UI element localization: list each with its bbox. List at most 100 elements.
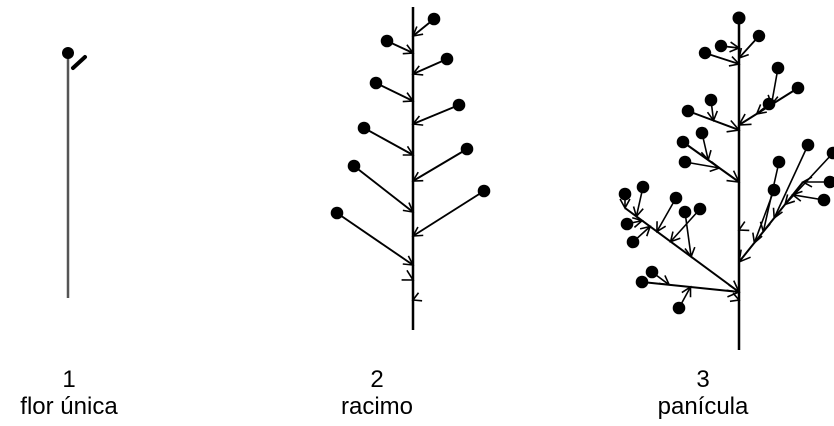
- bract-mark: [402, 92, 415, 103]
- flower-bud: [823, 175, 834, 189]
- flower-bud: [620, 217, 634, 231]
- secondary-branch: [624, 207, 740, 293]
- bract-mark: [755, 104, 767, 115]
- bract-mark: [669, 231, 681, 243]
- flower-bud: [440, 52, 454, 66]
- pedicel: [412, 148, 468, 182]
- flower-bud: [347, 159, 361, 173]
- flower-bud: [791, 81, 805, 95]
- pedicel: [656, 197, 677, 232]
- bract-mark: [619, 198, 631, 210]
- flower-bud: [626, 235, 640, 249]
- flower-bud: [618, 187, 632, 201]
- bract-mark: [639, 225, 652, 237]
- bract-mark: [411, 226, 424, 237]
- caption-number: 2: [370, 366, 384, 393]
- flower-bud: [762, 97, 776, 111]
- bract-mark: [772, 207, 783, 220]
- caption-raceme: 2 racimo: [277, 366, 477, 420]
- secondary-branch: [682, 141, 740, 183]
- bract-mark: [737, 47, 749, 60]
- bract-mark: [729, 41, 741, 53]
- flower-bud: [676, 135, 690, 149]
- caption-number: 3: [696, 366, 710, 393]
- flower-bud: [752, 29, 766, 43]
- flower-bud: [645, 265, 659, 279]
- bract-mark: [402, 44, 415, 55]
- figure-panicle: [618, 11, 834, 350]
- bract-mark: [727, 284, 741, 298]
- bract-mark: [411, 65, 424, 76]
- flower-bud: [672, 301, 686, 315]
- bract-mark: [656, 221, 667, 233]
- bract-mark: [737, 221, 750, 232]
- flower-bud: [693, 202, 707, 216]
- bract-mark: [706, 110, 719, 123]
- bract-mark: [658, 275, 671, 286]
- flower-bud: [357, 121, 371, 135]
- flower-bud: [460, 142, 474, 156]
- pedicel: [363, 127, 414, 156]
- flower-bud: [714, 39, 728, 53]
- bract-mark: [411, 115, 424, 126]
- bract-mark: [684, 246, 696, 259]
- pedicel: [753, 189, 775, 244]
- flower-bud: [817, 193, 831, 207]
- single-flower-bract: [71, 55, 87, 70]
- bract-mark: [411, 171, 424, 182]
- flower-bud: [636, 180, 650, 194]
- flower-bud: [452, 98, 466, 112]
- bract-mark: [752, 232, 763, 245]
- bract-mark: [737, 249, 751, 264]
- flower-bud: [477, 184, 491, 198]
- flower-bud: [369, 76, 383, 90]
- flower-bud: [635, 275, 649, 289]
- pedicel: [375, 82, 414, 102]
- bract-mark: [737, 113, 752, 126]
- single-flower-bud: [62, 47, 74, 59]
- flower-bud: [771, 61, 785, 75]
- flower-bud: [380, 34, 394, 48]
- pedicel: [353, 165, 414, 213]
- bract-mark: [402, 145, 415, 156]
- bract-mark: [791, 190, 803, 202]
- flower-bud: [681, 104, 695, 118]
- pedicel: [412, 104, 460, 125]
- bract-mark: [783, 194, 796, 206]
- flower-bud: [669, 191, 683, 205]
- bract-mark: [401, 269, 415, 281]
- flower-bud: [695, 126, 709, 140]
- bract-mark: [411, 292, 423, 302]
- bract-mark: [632, 206, 644, 219]
- pedicel: [336, 212, 414, 266]
- pedicel: [670, 208, 701, 243]
- flower-bud: [801, 138, 815, 152]
- flower-bud: [732, 11, 746, 25]
- bract-mark: [632, 216, 644, 229]
- flower-bud: [678, 205, 692, 219]
- bract-mark: [402, 255, 415, 266]
- bract-mark: [726, 170, 741, 183]
- pedicel: [684, 211, 692, 257]
- caption-number: 1: [62, 366, 76, 393]
- bract-mark: [726, 119, 741, 133]
- caption-single-flower: 1 flor única: [0, 366, 169, 420]
- figure-raceme: [330, 7, 491, 330]
- flower-bud: [427, 12, 441, 26]
- flower-bud: [767, 183, 781, 197]
- flower-bud: [772, 155, 786, 169]
- flower-bud: [330, 206, 344, 220]
- caption-panicle: 3 panícula: [603, 366, 803, 420]
- pedicel: [412, 190, 485, 237]
- bract-mark: [709, 160, 722, 173]
- bract-mark: [411, 26, 424, 38]
- flower-bud: [698, 46, 712, 60]
- caption-label: panícula: [657, 393, 749, 420]
- flower-bud: [678, 155, 692, 169]
- bract-mark: [681, 285, 692, 298]
- caption-label: flor única: [20, 393, 118, 420]
- flower-bud: [704, 93, 718, 107]
- pedicel: [773, 144, 809, 219]
- bract-mark: [700, 149, 712, 162]
